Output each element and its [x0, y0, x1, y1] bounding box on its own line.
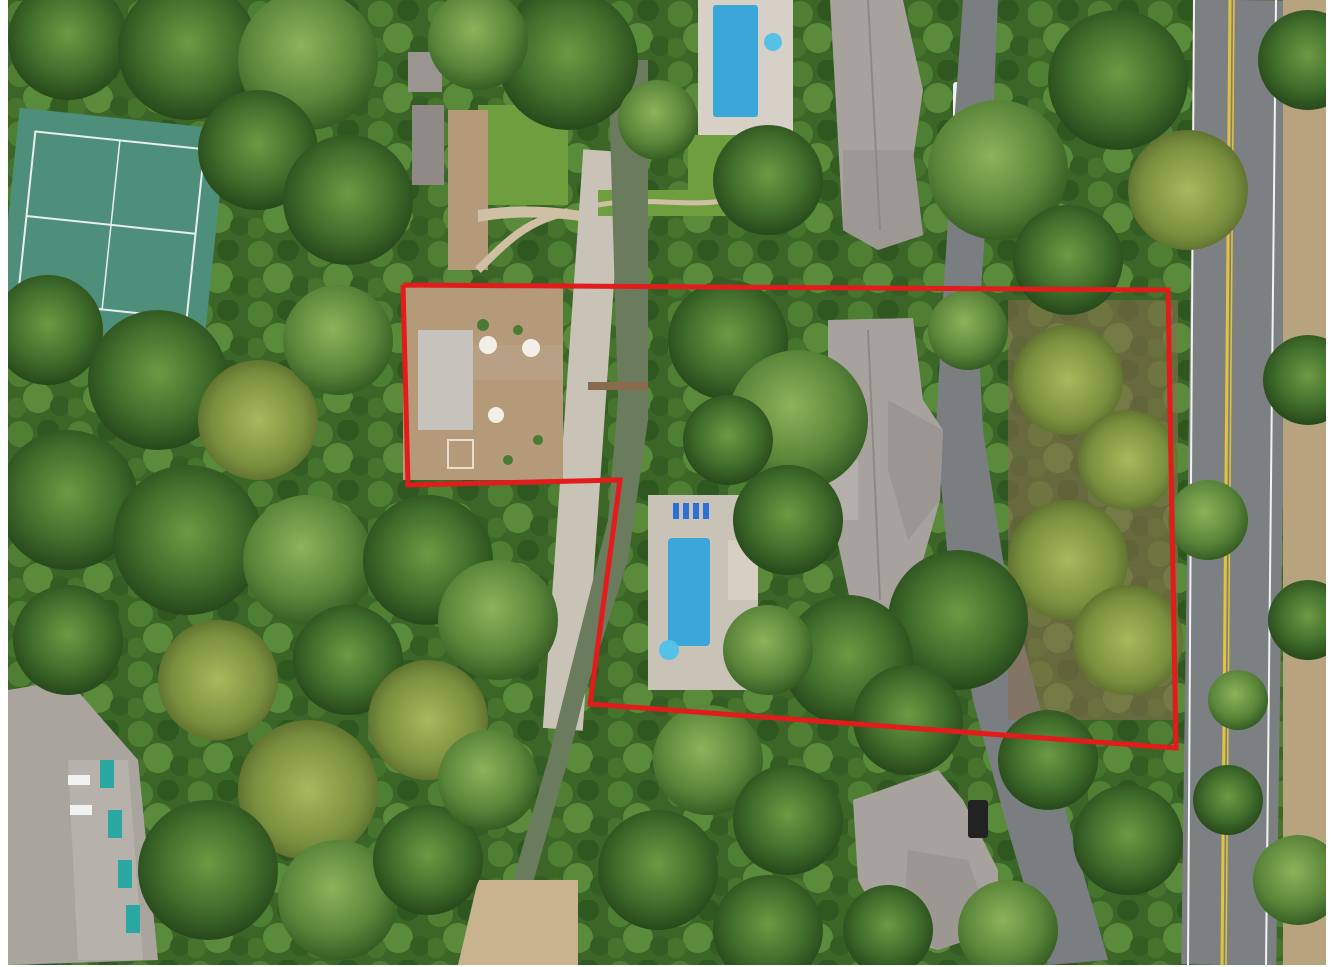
- property-boundary-outline: [400, 282, 1179, 751]
- neighbor-house-north: [830, 0, 967, 250]
- aerial-photo: [8, 0, 1326, 965]
- neighbor-house-north-small: [408, 52, 444, 185]
- private-driveway: [936, 0, 1108, 965]
- tree-canopies: [8, 0, 1326, 965]
- neighbor-yard-north: [448, 105, 624, 731]
- neighbor-house-southwest: [8, 680, 158, 965]
- subject-yard-west: [403, 285, 563, 480]
- south-dirt-lot: [458, 880, 578, 965]
